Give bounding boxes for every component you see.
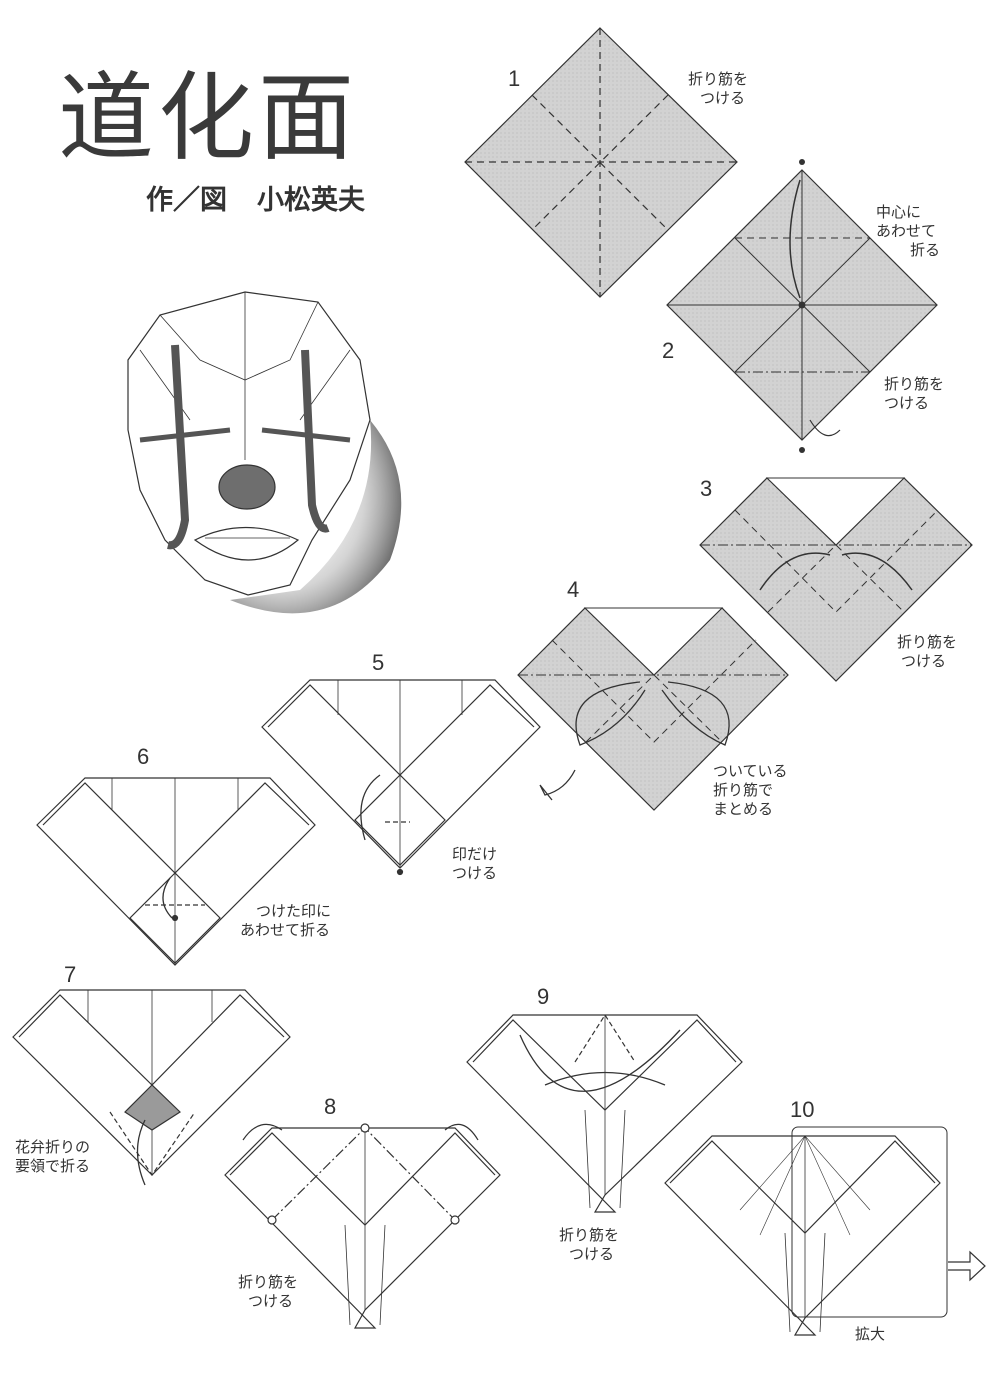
step-8-note: 折り筋を つける xyxy=(238,1273,299,1310)
step-10-diagram xyxy=(664,1126,986,1336)
step-10-note: 拡大 xyxy=(855,1325,886,1343)
author-credit: 作／図小松英夫 xyxy=(146,178,365,217)
step-4-diagram xyxy=(517,607,789,811)
step-number-2: 2 xyxy=(662,338,675,363)
step-6-note: つけた印に あわせて折る xyxy=(240,902,332,939)
step-7-diagram xyxy=(12,989,291,1186)
step-number-3: 3 xyxy=(700,476,713,501)
step-2-note-top: 中心に あわせて 折る xyxy=(876,203,941,259)
step-8-diagram xyxy=(224,1123,501,1329)
step-number-8: 8 xyxy=(324,1094,337,1119)
step-3-diagram xyxy=(699,477,973,682)
step-6-diagram xyxy=(36,777,316,966)
step-1-diagram xyxy=(464,27,738,298)
step-number-5: 5 xyxy=(372,650,385,675)
step-9-note: 折り筋を つける xyxy=(559,1226,620,1263)
finished-clown-mask xyxy=(127,291,402,614)
page-title: 道化面 xyxy=(58,62,358,174)
step-5-note: 印だけ つける xyxy=(452,845,498,882)
step-number-1: 1 xyxy=(508,66,521,91)
author-name: 小松英夫 xyxy=(257,185,365,216)
step-7-note: 花弁折りの 要領で折る xyxy=(15,1138,91,1175)
step-4-note: ついている 折り筋で まとめる xyxy=(713,762,788,818)
step-number-6: 6 xyxy=(137,744,150,769)
step-number-10: 10 xyxy=(790,1097,815,1122)
step-2-note-bottom: 折り筋を つける xyxy=(884,375,945,412)
step-2-diagram xyxy=(666,159,938,453)
step-number-9: 9 xyxy=(537,984,550,1009)
step-9-diagram xyxy=(466,1013,743,1213)
author-role: 作／図 xyxy=(146,185,227,216)
step-1-note: 折り筋を つける xyxy=(688,70,749,107)
step-3-note: 折り筋を つける xyxy=(897,633,958,670)
step-number-4: 4 xyxy=(567,577,580,602)
step-5-diagram xyxy=(261,679,541,876)
step-number-7: 7 xyxy=(64,962,77,987)
